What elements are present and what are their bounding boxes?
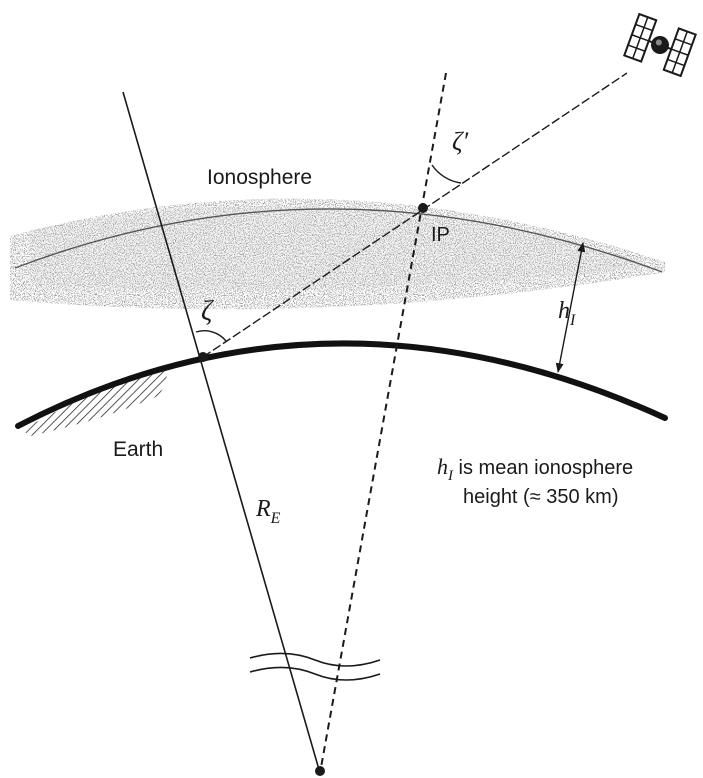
- ionosphere-label: Ionosphere: [207, 166, 312, 189]
- satellite-icon: [623, 12, 697, 78]
- pierce-point-label: IP: [431, 224, 450, 246]
- height-note-line1: hI is mean ionosphere: [437, 454, 633, 484]
- ionosphere-shell-line: [14, 208, 663, 273]
- ionosphere-band: [10, 198, 665, 310]
- zenith-angle-ip-label: ζ′: [452, 127, 469, 156]
- height-label: hI: [558, 298, 576, 329]
- receiver-point: [198, 352, 208, 362]
- earth-label: Earth: [113, 438, 163, 461]
- zenith-angle-arc: [195, 330, 227, 342]
- zenith-angle-label: ζ: [201, 296, 214, 327]
- receiver-vertical-line: [122, 91, 321, 774]
- zenith-angle-ip-arc: [431, 164, 462, 184]
- earth-center-point: [315, 766, 325, 776]
- height-arrow: [555, 242, 586, 373]
- pierce-point-vertical-line: [319, 72, 447, 774]
- radius-break-symbol: [249, 652, 381, 681]
- line-of-sight: [202, 72, 628, 358]
- radius-label: RE: [255, 496, 281, 527]
- height-note-line2: height (≈ 350 km): [463, 486, 619, 508]
- earth-surface: [15, 340, 668, 429]
- pierce-point: [418, 203, 428, 213]
- earth-land-hatch: [22, 368, 170, 436]
